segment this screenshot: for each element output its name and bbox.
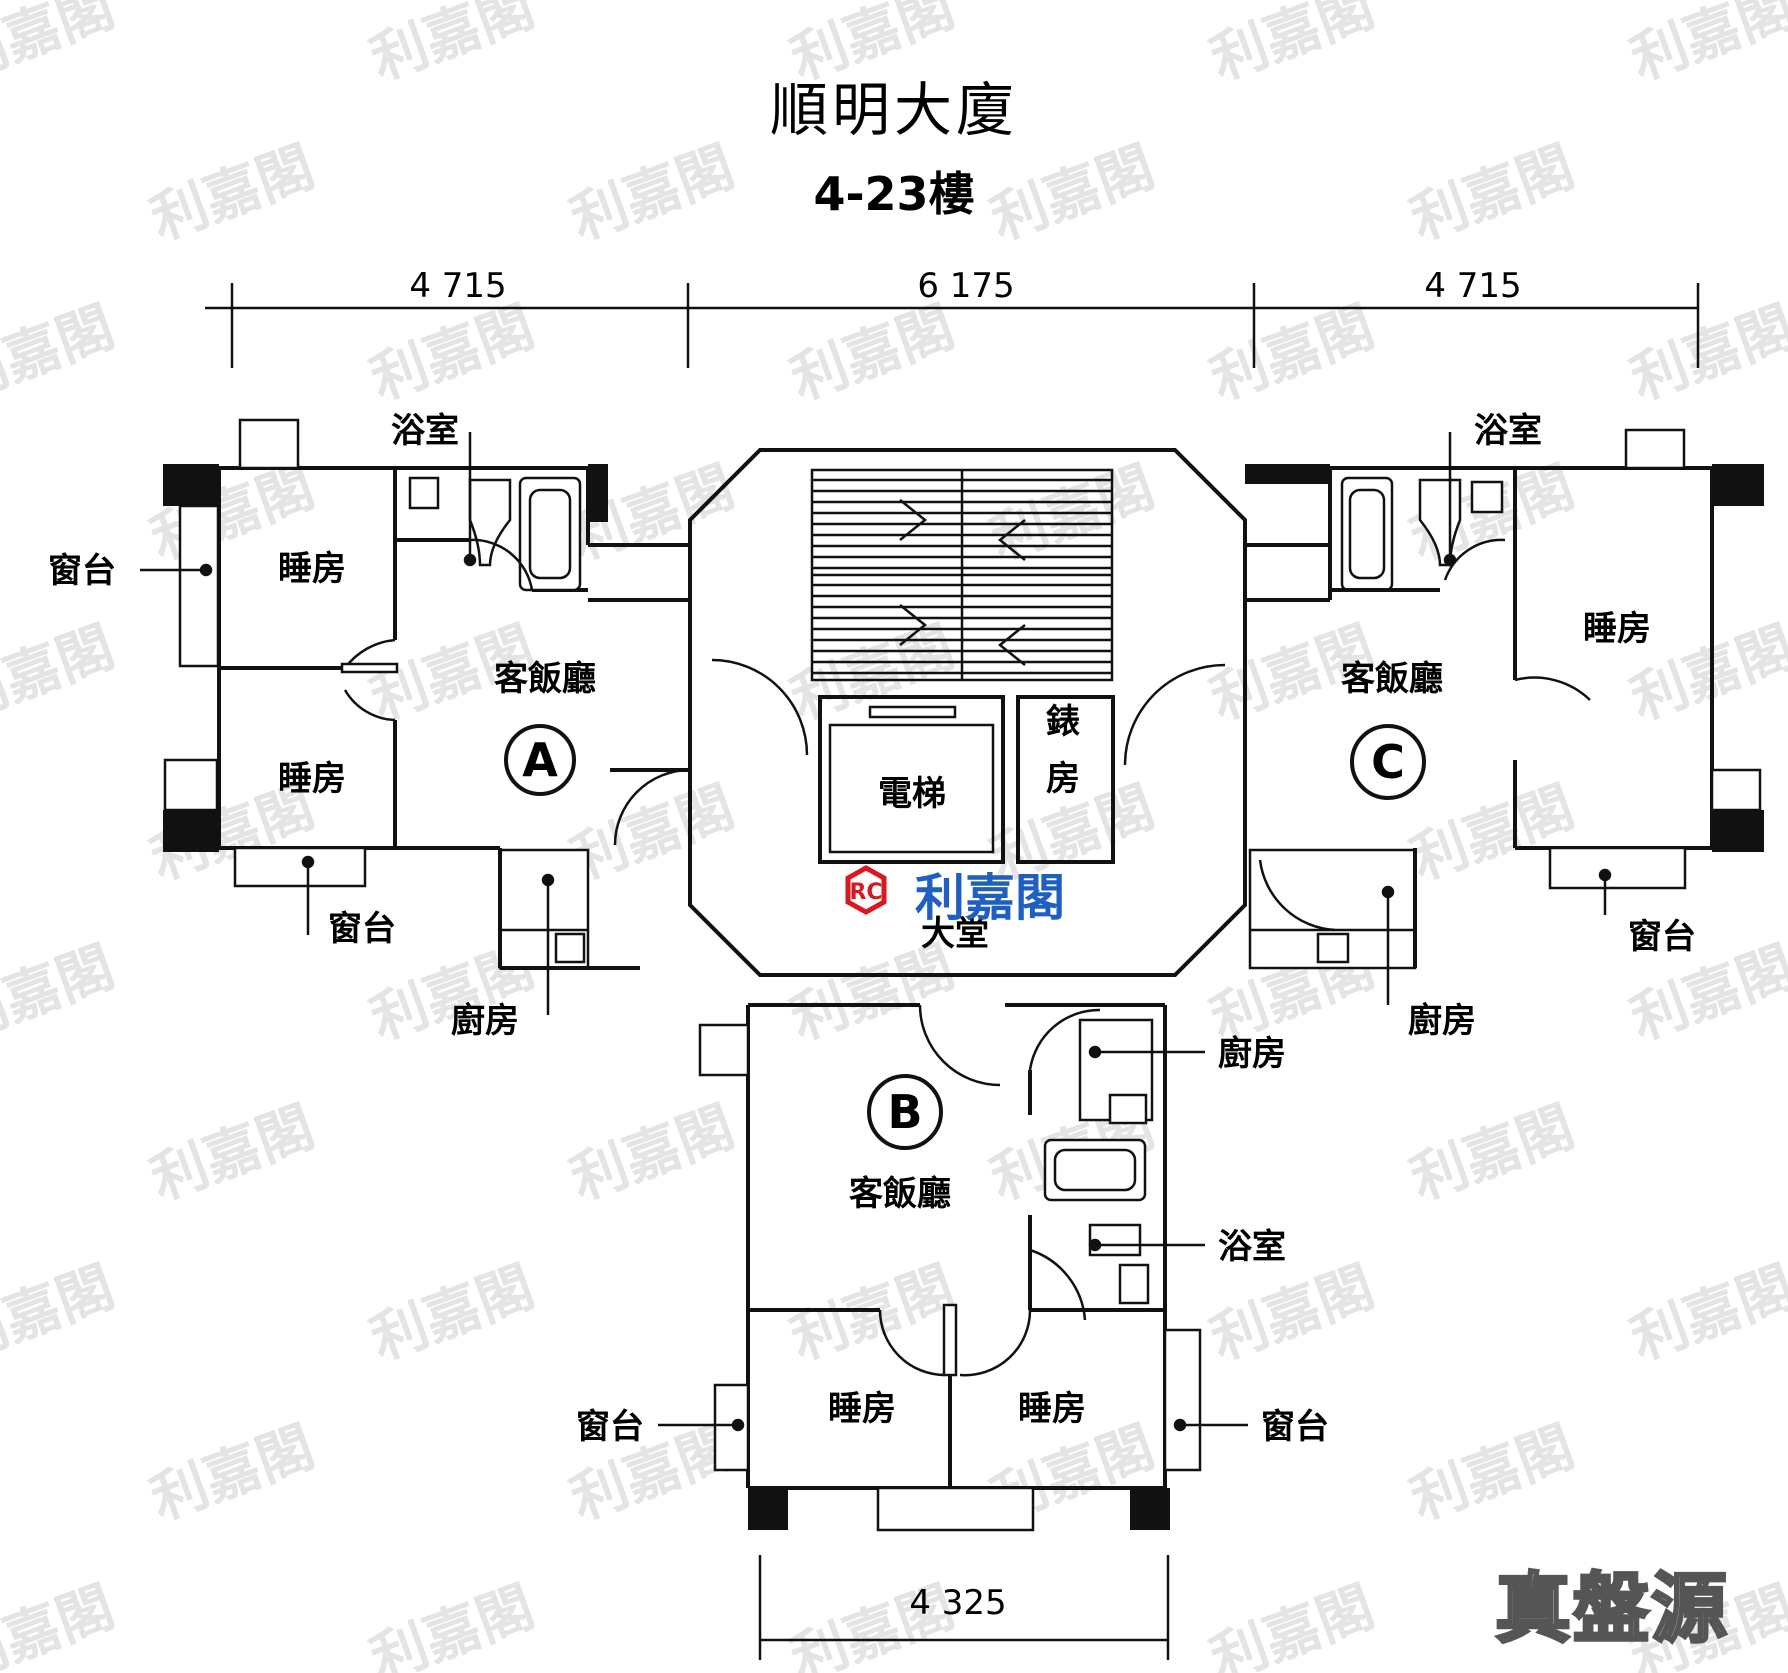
unit-b-bay-window-1-label: 窗台 — [576, 1407, 644, 1447]
unit-a — [163, 418, 691, 970]
watermark-text: 利嘉閣 — [142, 1094, 322, 1213]
dimension-top-left: 4 715 — [409, 266, 506, 306]
unit-a-bedroom-2-label: 睡房 — [278, 759, 346, 799]
unit-a-bay-window-1-label: 窗台 — [48, 551, 116, 591]
watermark-text: 利嘉閣 — [562, 1094, 742, 1213]
unit-b-kitchen-label: 廚房 — [1218, 1034, 1286, 1074]
unit-c-bay-window-label: 窗台 — [1628, 917, 1696, 957]
watermark-text: 利嘉閣 — [362, 294, 542, 413]
watermark-text: 利嘉閣 — [0, 614, 123, 733]
lift-label: 電梯 — [878, 774, 946, 814]
unit-c-marker: C — [1371, 735, 1405, 789]
watermark-text: 利嘉閣 — [1202, 0, 1382, 93]
watermark-text: 利嘉閣 — [562, 134, 742, 253]
brand-logo: RC 利嘉閣 — [845, 865, 1065, 927]
unit-a-bedroom-1-label: 睡房 — [278, 549, 346, 589]
watermark-text: 利嘉閣 — [562, 774, 742, 893]
unit-a-bay-window-2-label: 窗台 — [328, 909, 396, 949]
unit-b-marker: B — [887, 1085, 922, 1139]
unit-b-bedroom-1-label: 睡房 — [828, 1389, 896, 1429]
building-name: 順明大廈 — [770, 76, 1018, 144]
core — [688, 448, 1247, 977]
watermark-text: 利嘉閣 — [1622, 0, 1788, 93]
stamp-text: 真盤源 — [1495, 1564, 1729, 1653]
watermark-text: 利嘉閣 — [982, 134, 1162, 253]
watermark-text: 利嘉閣 — [1402, 1414, 1582, 1533]
dimension-bottom: 4 325 — [909, 1583, 1006, 1623]
unit-a-marker: A — [522, 733, 558, 787]
unit-b — [698, 1003, 1202, 1532]
staircase — [810, 468, 1114, 682]
unit-a-kitchen-label: 廚房 — [451, 1001, 519, 1041]
lift — [818, 695, 1005, 864]
unit-b-bathroom-label: 浴室 — [1218, 1227, 1286, 1267]
unit-c-bathroom-label: 浴室 — [1474, 411, 1542, 451]
watermark-text: 利嘉閣 — [362, 1254, 542, 1373]
watermark-text: 利嘉閣 — [362, 0, 542, 93]
unit-a-bathroom-label: 浴室 — [391, 411, 459, 451]
unit-c-living-dining-label: 客飯廳 — [1341, 659, 1443, 699]
watermark-text: 利嘉閣 — [0, 1574, 123, 1673]
brand-name: 利嘉閣 — [915, 868, 1065, 927]
watermark-text: 利嘉閣 — [1622, 1254, 1788, 1373]
watermark-text: 利嘉閣 — [0, 934, 123, 1053]
watermark-text: 利嘉閣 — [142, 1414, 322, 1533]
dimension-top-right: 4 715 — [1424, 266, 1521, 306]
unit-b-bedroom-2-label: 睡房 — [1018, 1389, 1086, 1429]
bottom-dimension-line — [758, 1555, 1170, 1660]
top-dimension-line — [205, 283, 1700, 368]
watermark-text: 利嘉閣 — [1202, 1574, 1382, 1673]
watermark-text: 利嘉閣 — [362, 1574, 542, 1673]
brand-logo-letters: RC — [849, 880, 882, 905]
watermark-text: 利嘉閣 — [1402, 1094, 1582, 1213]
unit-b-living-dining-label: 客飯廳 — [849, 1174, 951, 1214]
dimension-top-middle: 6 175 — [917, 266, 1014, 306]
unit-b-bay-window-2-label: 窗台 — [1261, 1407, 1329, 1447]
watermark-text: 利嘉閣 — [782, 1254, 962, 1373]
source-stamp: 真盤源 — [1494, 1563, 1729, 1655]
watermark-text: 利嘉閣 — [1622, 294, 1788, 413]
watermark-text: 利嘉閣 — [782, 294, 962, 413]
watermark-text: 利嘉閣 — [0, 0, 123, 93]
unit-c-kitchen-label: 廚房 — [1408, 1001, 1476, 1041]
unit-a-living-dining-label: 客飯廳 — [494, 659, 596, 699]
floor-range: 4-23樓 — [813, 167, 974, 221]
meter-room-label-line1: 錶 — [1046, 702, 1080, 742]
leader-lines — [140, 432, 1612, 1432]
watermark-text: 利嘉閣 — [1202, 294, 1382, 413]
watermark-text: 利嘉閣 — [0, 1254, 123, 1373]
watermark-text: 利嘉閣 — [1402, 134, 1582, 253]
watermark-text: 利嘉閣 — [0, 294, 123, 413]
watermark-text: 利嘉閣 — [1202, 1254, 1382, 1373]
unit-c-bedroom-label: 睡房 — [1583, 609, 1651, 649]
watermark-text: 利嘉閣 — [142, 134, 322, 253]
meter-room-label-line2: 房 — [1046, 759, 1080, 799]
lobby-label: 大堂 — [921, 914, 989, 954]
